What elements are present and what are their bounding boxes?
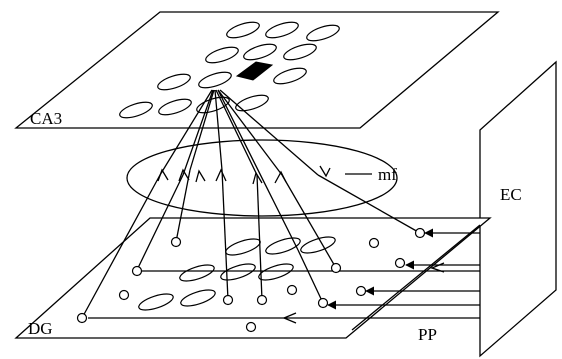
dg-cell (265, 237, 301, 255)
projection-line (214, 89, 223, 171)
fiber-arrowhead (195, 169, 206, 183)
pp-arrowhead (430, 262, 445, 273)
fiber-arrowhead (252, 171, 263, 185)
ca3-cell (158, 98, 192, 116)
mf-label: mf (378, 165, 397, 184)
projection-line (159, 89, 213, 176)
projection-line (175, 169, 191, 243)
fiber-arrowhead (319, 165, 331, 178)
dg-soma (355, 285, 367, 297)
dg-soma (131, 265, 143, 277)
dg-soma (256, 294, 268, 306)
projection-line (81, 174, 161, 319)
ca3-cell (283, 43, 317, 61)
projection-line (219, 89, 319, 176)
dg-soma (368, 237, 380, 249)
dg-plane (14, 217, 492, 339)
dg-soma (330, 262, 342, 274)
ca3-cell (265, 21, 299, 39)
dg-soma (222, 294, 234, 306)
ca3-cell (243, 43, 277, 61)
dg-soma (245, 321, 257, 333)
dg-soma (286, 284, 298, 296)
ca3-cell (205, 46, 239, 64)
dg-cell (300, 236, 336, 254)
ca3-cell (273, 67, 307, 85)
projection-line (221, 169, 229, 301)
projection-line (317, 174, 421, 234)
perforant-path (88, 224, 481, 331)
dg-soma (414, 227, 426, 239)
fiber-arrowhead (215, 168, 227, 182)
dg-label: DG (28, 319, 53, 338)
fiber-arrowhead (274, 170, 287, 184)
projection-line (281, 174, 337, 269)
pp-label: PP (418, 325, 437, 344)
pp-arrowhead (282, 312, 297, 324)
projection-line (215, 89, 258, 176)
dg-cell (138, 293, 174, 311)
ca3-cell (119, 101, 153, 119)
mossy-fiber-projections (81, 89, 421, 319)
dg-soma (170, 236, 182, 248)
dg-soma (394, 257, 406, 269)
projection-line (217, 89, 283, 176)
projection-line (182, 89, 214, 176)
ca3-label: CA3 (30, 109, 62, 128)
dg-soma-dots (76, 227, 426, 333)
projection-line (217, 89, 299, 251)
dg-soma (76, 312, 88, 324)
projection-line (136, 174, 184, 271)
ec-block (479, 60, 557, 358)
dg-cell (220, 263, 256, 281)
dg-cell (180, 289, 216, 307)
ca3-cell (226, 21, 260, 39)
fiber-arrowhead (178, 168, 190, 182)
ca3-cell (198, 71, 232, 89)
projection-line (189, 89, 215, 171)
dg-soma (317, 297, 329, 309)
fiber-arrowhead (157, 168, 169, 182)
ec-block-front-face (479, 60, 557, 358)
ca3-active-cell (235, 61, 274, 81)
ca3-cell (235, 94, 269, 112)
projection-line (297, 249, 324, 304)
pp-diagonal-axon (351, 224, 481, 331)
ca3-layer: CA3 (14, 11, 500, 129)
mossy-fiber-region (126, 139, 398, 217)
dg-cell (258, 263, 294, 281)
dg-soma (118, 289, 130, 301)
ec-label: EC (500, 185, 522, 204)
ca3-cell (306, 24, 340, 42)
ca3-cell (157, 73, 191, 91)
dg-cell (179, 264, 215, 282)
projection-line (256, 174, 263, 301)
